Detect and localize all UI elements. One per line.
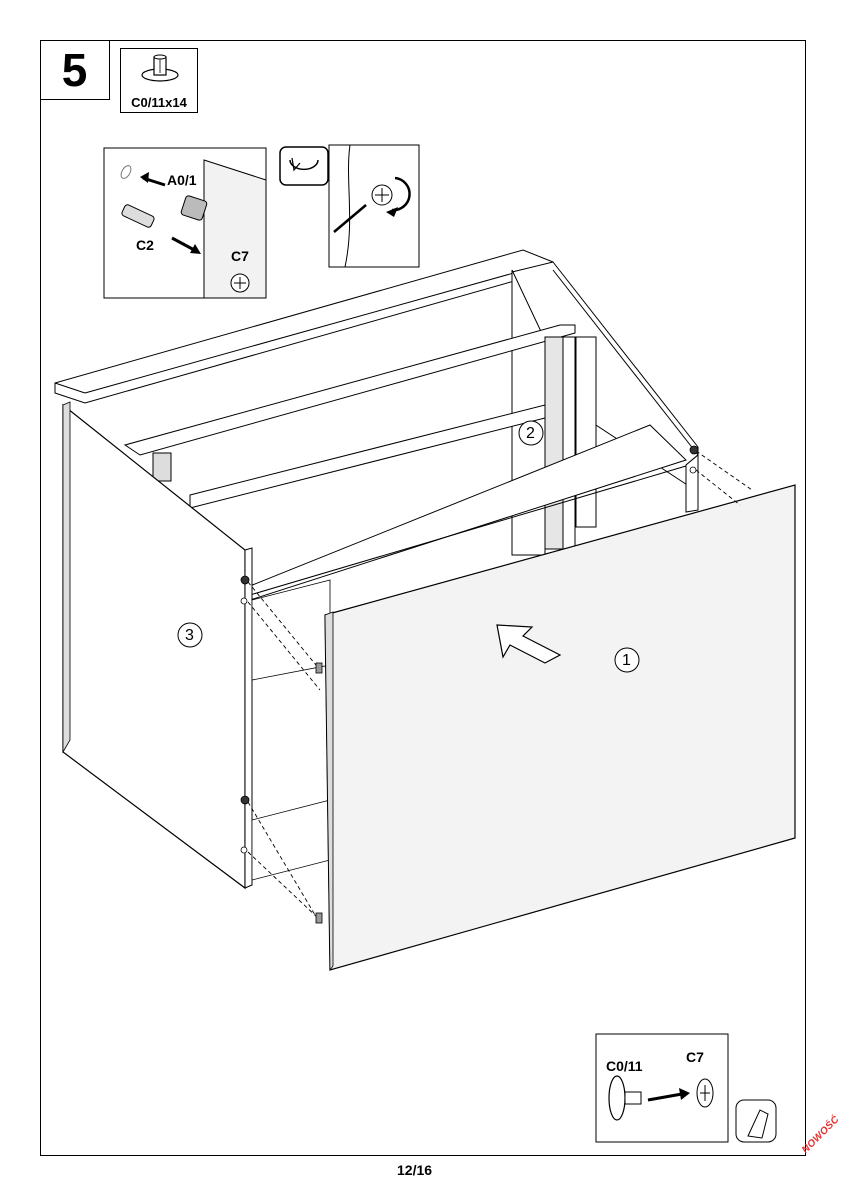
step-number-text: 5 (61, 43, 88, 96)
guide-lines (247, 450, 753, 921)
label-c7-bottom: C7 (686, 1049, 704, 1065)
page-number: 12/16 (397, 1162, 433, 1178)
label-c0-11: C0/11 (606, 1058, 643, 1074)
label-a0-1: A0/1 (167, 172, 197, 188)
push-arrow (496, 624, 562, 664)
callout-2: 2 (526, 425, 535, 442)
inset-right (279, 144, 420, 268)
parts-label: C0/11x14 (131, 95, 187, 110)
drawer-runner-left (152, 452, 172, 482)
manual-icon (735, 1099, 777, 1143)
label-c2: C2 (136, 237, 154, 253)
drawer-runner-right (544, 336, 597, 550)
cam-bolt-icon (141, 54, 179, 82)
callout-3: 3 (185, 627, 194, 644)
inset-left (103, 147, 267, 299)
cabinet-top (54, 249, 554, 404)
inset-bottom (595, 1033, 777, 1143)
front-panel (324, 484, 796, 972)
callout-1-circle (614, 647, 640, 673)
label-c7-top: C7 (231, 248, 249, 264)
parts-box: C0/11x14 (120, 48, 198, 113)
step-number: 5 (40, 40, 110, 100)
left-side-panel (62, 401, 331, 890)
callout-1: 1 (622, 652, 631, 669)
callout-3-circle (177, 622, 203, 648)
cam-bolts (240, 445, 699, 924)
page-frame (40, 40, 806, 1156)
callout-2-circle (518, 420, 544, 446)
